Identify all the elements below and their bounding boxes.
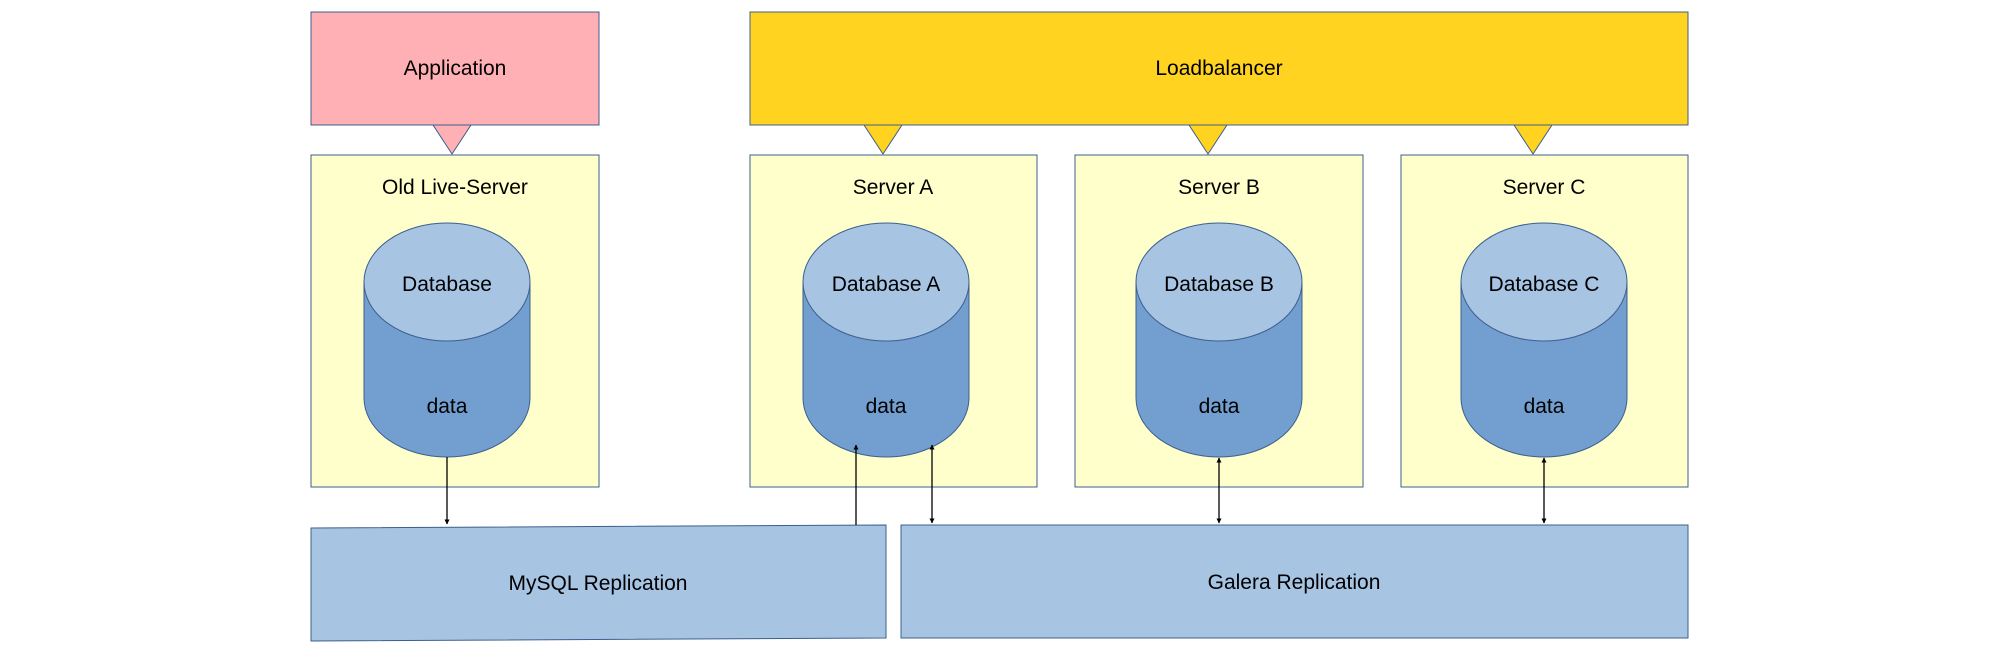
loadbalancer-label: Loadbalancer (1155, 57, 1282, 80)
database-cylinder: Database C data (1460, 222, 1628, 458)
galera-replication-node: Galera Replication (900, 524, 1689, 639)
database-data-label: data (866, 395, 907, 418)
database-cylinder: Database B data (1135, 222, 1303, 458)
server-title: Server A (853, 176, 934, 199)
database-label: Database B (1164, 273, 1274, 296)
loadbalancer-pointer-c (1513, 124, 1553, 155)
mysql-replication-node: MySQL Replication (310, 524, 887, 642)
database-data-label: data (1199, 395, 1240, 418)
server-a: Server A Database A data (749, 154, 1038, 488)
connectors (444, 444, 1547, 525)
database-cylinder: Database A data (802, 222, 970, 458)
database-data-label: data (427, 395, 468, 418)
database-data-label: data (1524, 395, 1565, 418)
server-old-live: Old Live-Server Database data (310, 154, 600, 488)
database-label: Database C (1489, 273, 1600, 296)
server-b: Server B Database B data (1074, 154, 1364, 488)
database-cylinder: Database data (363, 222, 531, 458)
galera-replication-label: Galera Replication (1208, 571, 1381, 594)
loadbalancer-pointer-b (1188, 124, 1228, 155)
server-c: Server C Database C data (1400, 154, 1689, 488)
server-title: Server C (1503, 176, 1586, 199)
database-label: Database (402, 273, 492, 296)
mysql-replication-label: MySQL Replication (509, 572, 688, 595)
server-title: Server B (1178, 176, 1260, 199)
loadbalancer-pointer-a (863, 124, 903, 155)
database-label: Database A (832, 273, 941, 296)
server-title: Old Live-Server (382, 176, 528, 199)
application-node: Application (310, 11, 600, 155)
application-label: Application (404, 57, 507, 80)
loadbalancer-node: Loadbalancer (749, 11, 1689, 155)
